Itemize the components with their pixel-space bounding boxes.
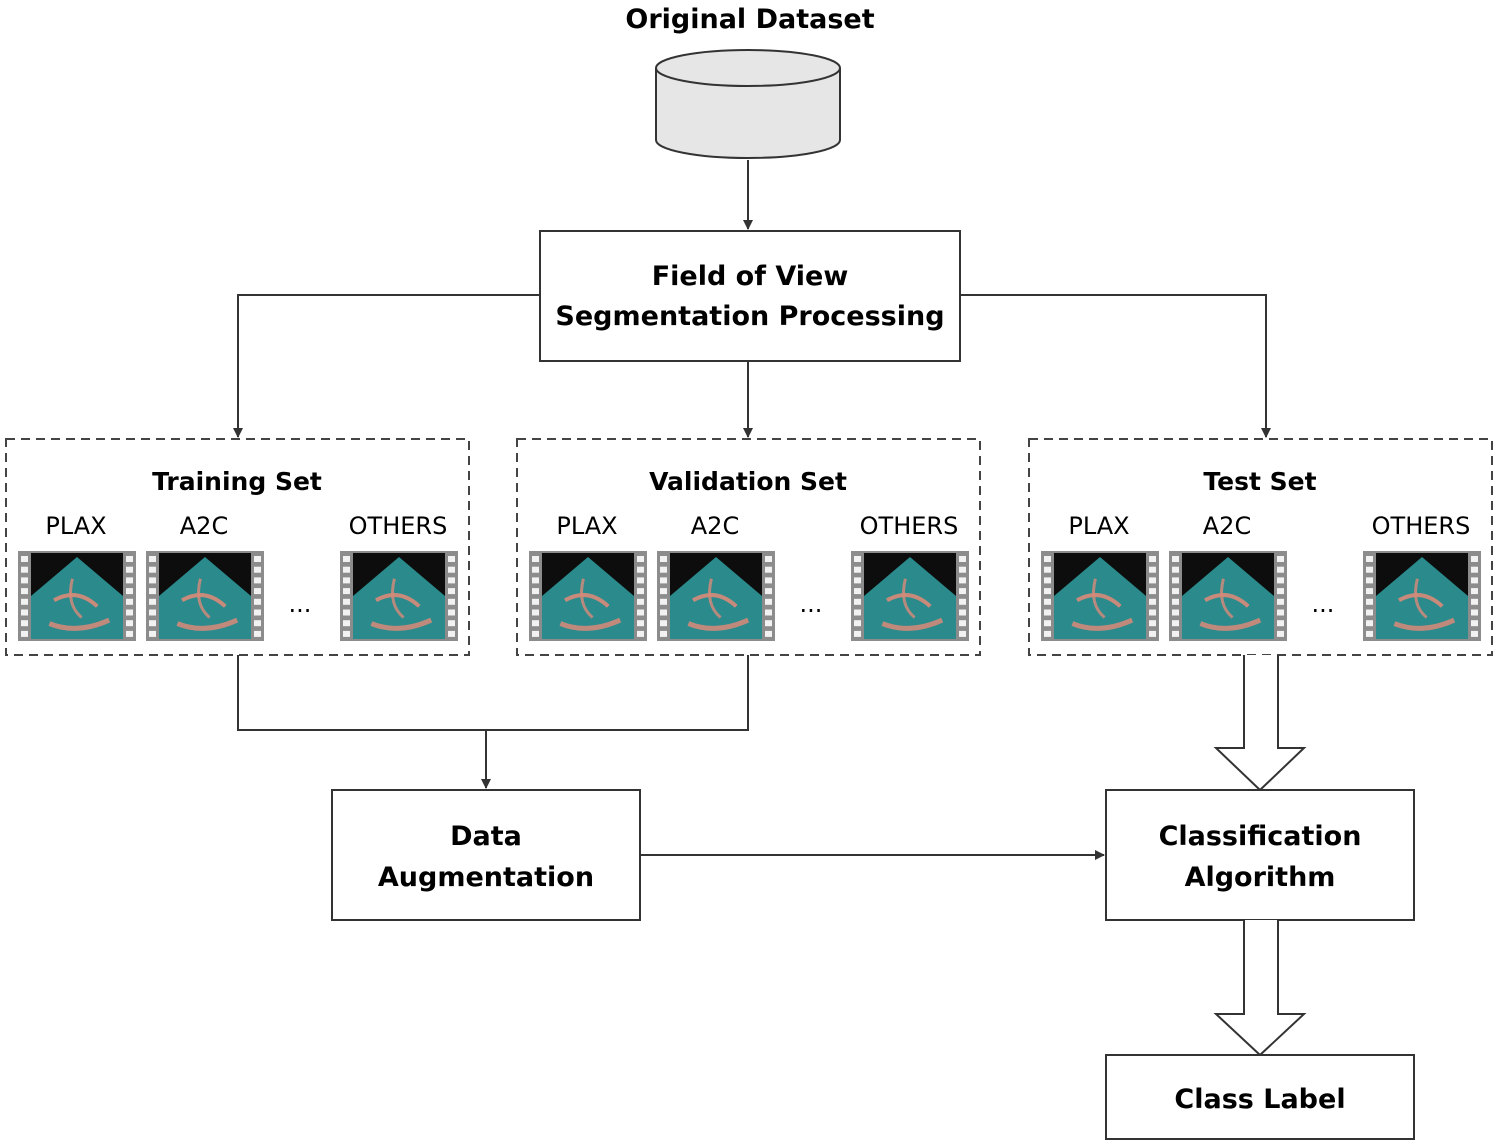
hollow-arrow-test-to-classification xyxy=(1213,655,1307,792)
test-a2c-echo-thumbnail xyxy=(1169,551,1287,641)
augmentation-line1: Data xyxy=(450,821,522,852)
class-label-box: Class Label xyxy=(1105,1054,1415,1140)
test-view-label-plax: PLAX xyxy=(1068,512,1129,540)
training-view-label-others: OTHERS xyxy=(349,512,448,540)
test-view-label-others: OTHERS xyxy=(1372,512,1471,540)
validation-others-echo-thumbnail xyxy=(851,551,969,641)
training-view-label-a2c: A2C xyxy=(180,512,228,540)
training-a2c-echo-thumbnail xyxy=(146,551,264,641)
training-set-title: Training Set xyxy=(152,467,322,496)
validation-ellipsis: ... xyxy=(800,590,823,618)
validation-view-label-a2c: A2C xyxy=(691,512,739,540)
test-set-title: Test Set xyxy=(1203,467,1316,496)
arrow-fov-to-test xyxy=(960,294,1271,438)
connector-train-validation-merge xyxy=(237,655,749,731)
hollow-arrow-classification-to-label xyxy=(1213,920,1307,1057)
validation-a2c-echo-thumbnail xyxy=(657,551,775,641)
validation-set-border xyxy=(516,438,981,656)
training-set-border xyxy=(5,438,470,656)
database-icon xyxy=(655,49,841,159)
fov-box-line2: Segmentation Processing xyxy=(555,301,944,332)
test-others-echo-thumbnail xyxy=(1363,551,1481,641)
validation-view-label-others: OTHERS xyxy=(860,512,959,540)
data-augmentation-box: Data Augmentation xyxy=(331,789,641,921)
augmentation-line2: Augmentation xyxy=(378,862,594,893)
fov-segmentation-box: Field of View Segmentation Processing xyxy=(539,230,961,362)
training-others-echo-thumbnail xyxy=(340,551,458,641)
classification-algorithm-box: Classification Algorithm xyxy=(1105,789,1415,921)
classification-line1: Classification xyxy=(1159,821,1362,852)
validation-view-label-plax: PLAX xyxy=(556,512,617,540)
validation-plax-echo-thumbnail xyxy=(529,551,647,641)
fov-box-line1: Field of View xyxy=(652,261,849,292)
training-plax-echo-thumbnail xyxy=(18,551,136,641)
arrow-fov-to-training xyxy=(233,294,540,438)
dataset-title: Original Dataset xyxy=(625,4,874,35)
training-ellipsis: ... xyxy=(289,590,312,618)
test-plax-echo-thumbnail xyxy=(1041,551,1159,641)
test-view-label-a2c: A2C xyxy=(1203,512,1251,540)
training-view-label-plax: PLAX xyxy=(45,512,106,540)
test-set-border xyxy=(1028,438,1493,656)
class-label-text: Class Label xyxy=(1174,1084,1345,1115)
test-ellipsis: ... xyxy=(1312,590,1335,618)
classification-line2: Algorithm xyxy=(1185,862,1336,893)
validation-set-title: Validation Set xyxy=(649,467,847,496)
